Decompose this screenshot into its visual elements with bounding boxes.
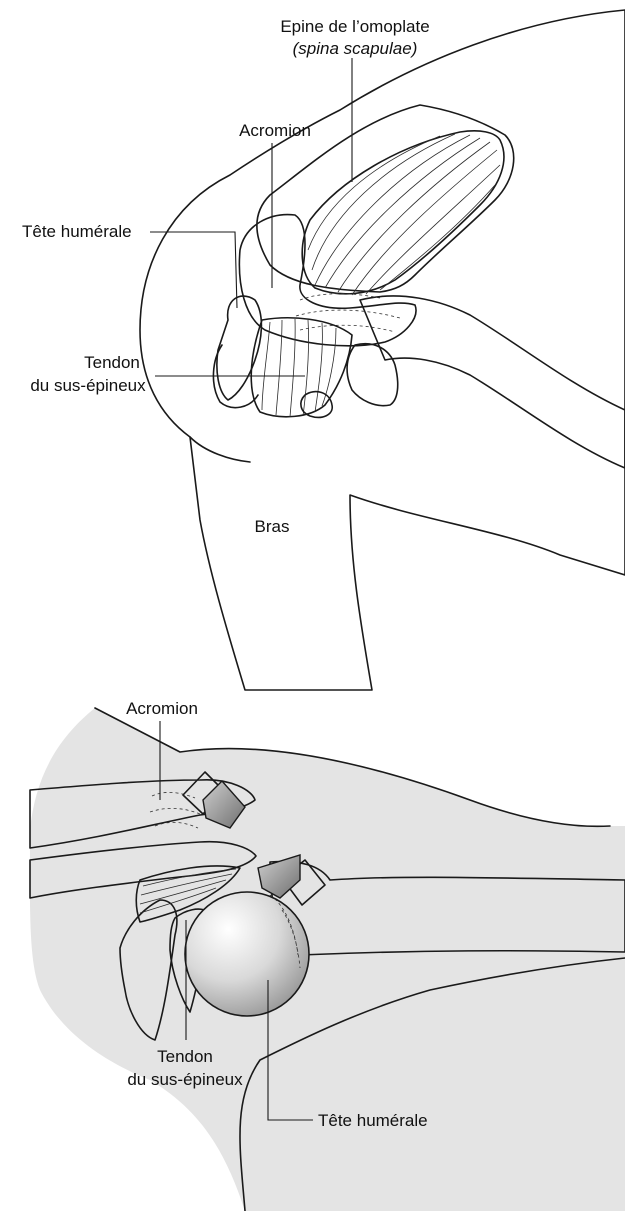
- top-acromion: [239, 215, 416, 346]
- bottom-figure: [30, 708, 625, 1211]
- label-tendon-top-2: du sus-épineux: [30, 376, 146, 395]
- label-tendon-bottom-1: Tendon: [157, 1047, 213, 1066]
- label-acromion-bottom: Acromion: [126, 699, 198, 718]
- top-clavicle-band: [360, 296, 625, 468]
- top-figure: [140, 10, 625, 690]
- top-leader-lines: [150, 58, 352, 376]
- label-tendon-bottom-2: du sus-épineux: [127, 1070, 243, 1089]
- top-coracoid: [347, 344, 398, 406]
- label-humeral-head-bottom: Tête humérale: [318, 1111, 428, 1130]
- top-labels: Epine de l’omoplate (spina scapulae) Acr…: [22, 17, 430, 536]
- top-supraspinatus-muscle: [302, 131, 504, 294]
- top-armpit-line: [190, 437, 250, 462]
- label-tendon-top-1: Tendon: [84, 353, 140, 372]
- label-spine-latin: (spina scapulae): [293, 39, 418, 58]
- top-body-silhouette: [140, 10, 625, 690]
- top-glenoid: [301, 392, 332, 418]
- label-spine: Epine de l’omoplate: [280, 17, 429, 36]
- bottom-humeral-head: [185, 892, 309, 1016]
- label-humeral-head-top: Tête humérale: [22, 222, 132, 241]
- label-acromion-top: Acromion: [239, 121, 311, 140]
- label-arm: Bras: [255, 517, 290, 536]
- top-frayed-tendon-lines: [296, 294, 400, 332]
